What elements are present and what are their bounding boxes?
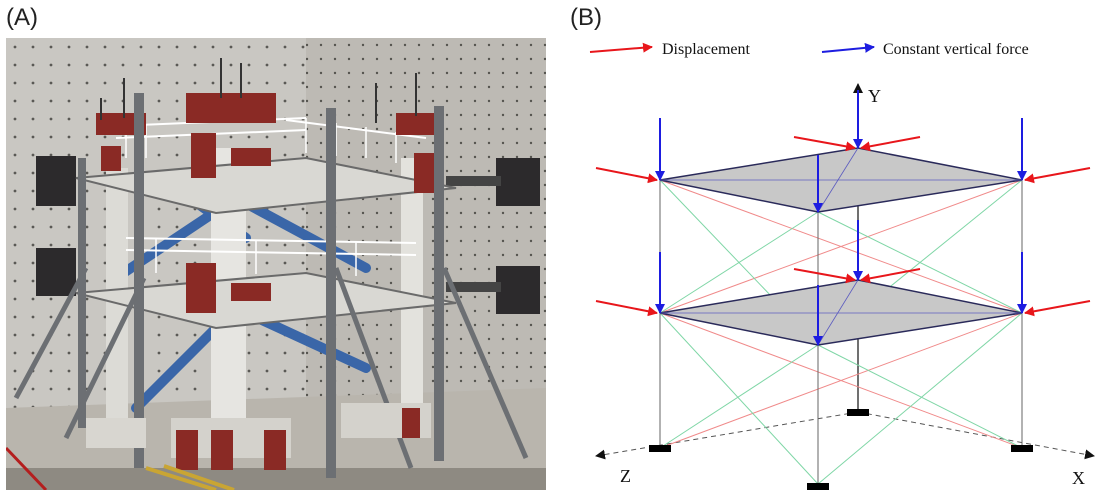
displacement-arrow [793, 268, 856, 284]
legend-force-text: Constant vertical force [883, 41, 1029, 58]
x-axis-line [857, 411, 1095, 460]
legend-force-arrow [821, 42, 875, 53]
loading-beam-top-center [186, 93, 276, 123]
actuator-left-bottom [36, 248, 76, 296]
panel-b-label: (B) [570, 4, 602, 31]
steel-post-3 [434, 106, 444, 461]
steel-post-4 [78, 158, 86, 428]
support-right [1011, 445, 1033, 452]
displacement-arrow [595, 167, 658, 184]
displacement-arrow [1024, 300, 1091, 317]
loading-beam-top-right [396, 113, 436, 135]
steel-post-2 [326, 108, 336, 478]
rc-column-right [401, 158, 423, 418]
steel-post-1 [134, 93, 144, 468]
z-axis-label: Z [620, 466, 631, 486]
actuator-left-top [36, 156, 76, 206]
z-axis-line [595, 411, 859, 460]
actuator-right-bottom [496, 266, 540, 314]
foundation-block-left [86, 418, 146, 448]
displacement-arrow [860, 268, 921, 284]
displacement-arrow [793, 136, 856, 152]
x-axis-label: X [1072, 468, 1085, 488]
actuator-right-top [496, 158, 540, 206]
support-back [847, 409, 869, 416]
legend-displacement-arrow [589, 42, 653, 53]
lower-slab-shape [659, 279, 1023, 346]
support-front [807, 483, 829, 490]
displacement-arrow [595, 300, 658, 317]
support-left [649, 445, 671, 452]
y-axis-label: Y [868, 86, 881, 106]
test-frame-photo [6, 38, 546, 490]
displacement-arrow [1024, 167, 1091, 184]
upper-slab [75, 156, 457, 215]
displacement-arrow [860, 136, 921, 152]
panel-a-label: (A) [6, 4, 38, 31]
loading-schematic: Displacement Constant vertical force Y Z… [589, 41, 1095, 490]
legend-displacement-text: Displacement [662, 41, 751, 58]
loading-beam-top-left [96, 113, 146, 135]
